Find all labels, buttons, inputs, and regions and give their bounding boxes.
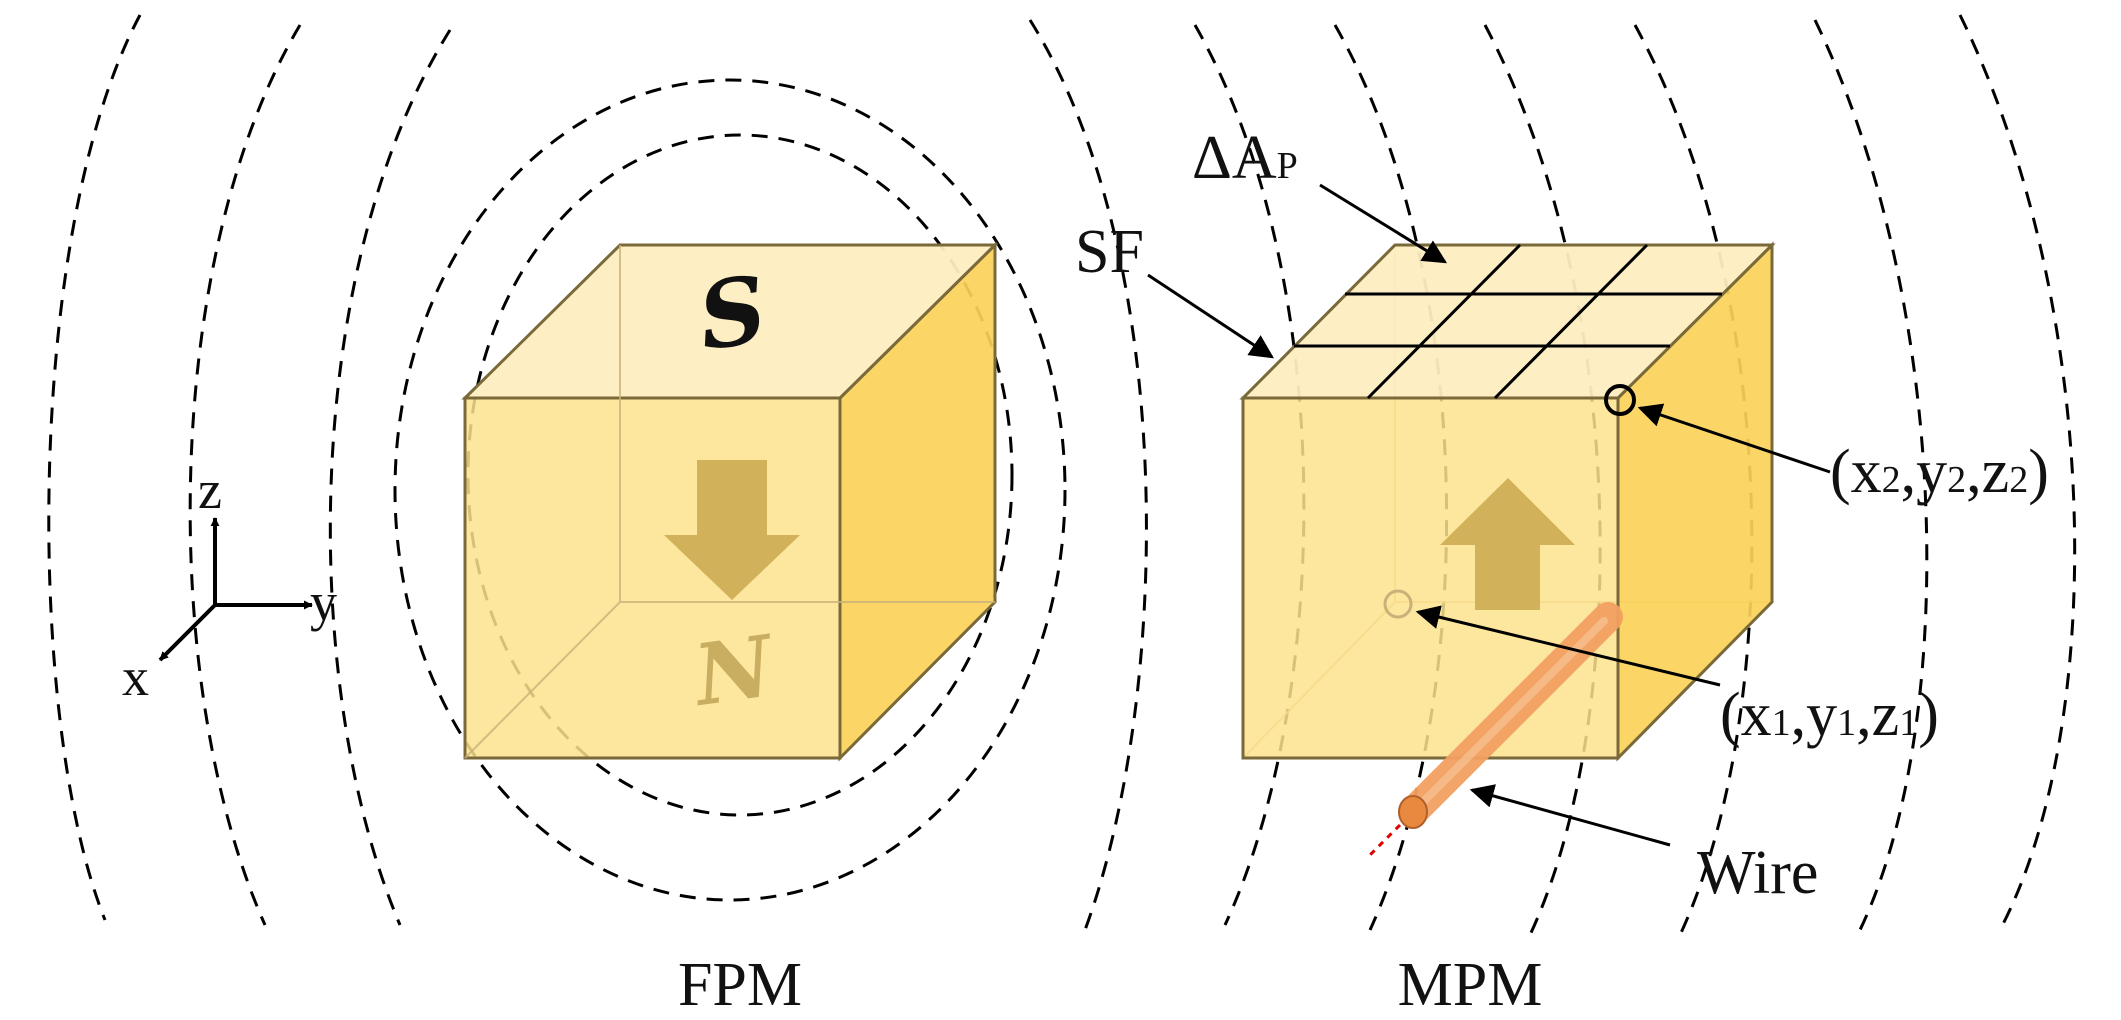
wire-label: Wire — [1697, 839, 1818, 907]
mpm-magnetization-arrow — [1440, 478, 1575, 610]
point2-y-sub: 2 — [1947, 459, 1966, 501]
point2-x: (x — [1830, 438, 1882, 506]
point1-leader — [1415, 605, 1721, 687]
delta-area-leader — [1319, 183, 1448, 264]
wire-highlight — [1416, 617, 1608, 809]
mpm-surface-grid — [1294, 243, 1722, 400]
delta-area-subscript: P — [1277, 145, 1298, 187]
point1-z-sub: 1 — [1899, 702, 1918, 744]
point2-label: (x2,y2,z2) — [1830, 438, 2049, 506]
fpm-north-pole-label: N — [686, 616, 782, 726]
wire-leader — [1469, 784, 1671, 847]
point1-z: ,z — [1856, 681, 1899, 749]
field-line-left-2 — [188, 24, 302, 926]
point1-x: (x — [1720, 681, 1772, 749]
surface-label: SF — [1075, 218, 1144, 286]
x-axis-label: x — [122, 647, 149, 707]
field-line-right-6 — [1813, 19, 1929, 931]
point2-z-sub: 2 — [2009, 459, 2028, 501]
point2-x-sub: 2 — [1882, 459, 1901, 501]
point1-x-sub: 1 — [1772, 702, 1791, 744]
leader-arrows — [1147, 183, 1831, 847]
field-line-right-1 — [1028, 19, 1148, 931]
point1-marker — [1383, 589, 1413, 619]
mpm-label: MPM — [1398, 951, 1543, 1019]
field-line-right-7 — [1958, 14, 2077, 931]
point1-y: ,y — [1791, 681, 1838, 749]
field-line-left-3 — [328, 29, 452, 926]
point2-y: ,y — [1901, 438, 1948, 506]
fpm-label: FPM — [678, 951, 802, 1019]
field-line-right-2 — [1193, 24, 1306, 926]
z-axis-label: z — [198, 460, 222, 520]
field-loop-inner — [466, 133, 1014, 817]
field-line-left-1 — [47, 14, 142, 921]
fpm-hidden-edges — [464, 245, 995, 759]
point2-marker — [1604, 384, 1636, 416]
delta-area-label: ΔAP — [1192, 124, 1298, 192]
fpm-magnetization-arrow — [664, 460, 800, 600]
delta-area-main: ΔA — [1192, 124, 1277, 192]
mpm-cube — [1239, 241, 1776, 762]
y-axis-label: y — [310, 572, 337, 632]
wire-end — [1398, 795, 1428, 829]
fpm-cube: S N — [461, 241, 999, 762]
wire-trace — [1366, 823, 1402, 859]
coordinate-axes — [158, 517, 313, 662]
mpm-front-face — [1241, 396, 1620, 760]
fpm-south-pole-label: S — [692, 255, 773, 371]
fpm-front-face — [463, 396, 842, 760]
point1-label: (x1,y1,z1) — [1720, 681, 1939, 749]
point2-close: ) — [2028, 438, 2049, 506]
x-axis — [158, 603, 217, 662]
point1-y-sub: 1 — [1837, 702, 1856, 744]
point2-leader — [1637, 403, 1831, 474]
surface-leader — [1147, 273, 1275, 359]
point2-z: ,z — [1966, 438, 2009, 506]
field-loop-outer — [393, 78, 1067, 902]
point1-close: ) — [1918, 681, 1939, 749]
